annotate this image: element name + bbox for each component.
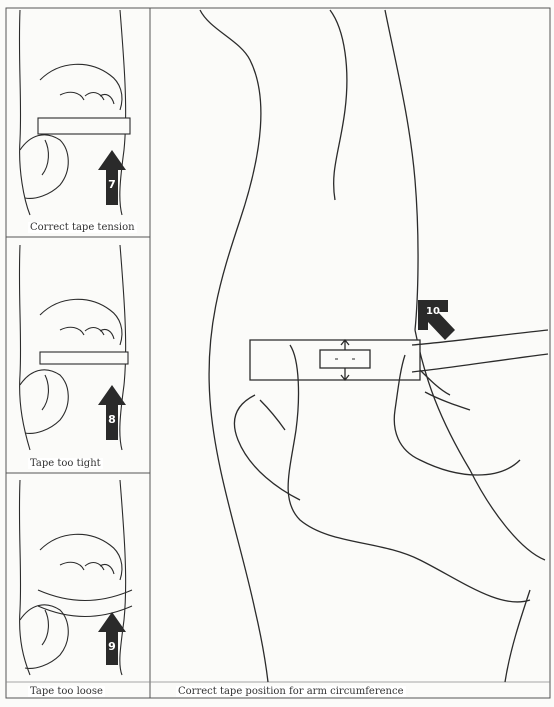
caption-correct-tension: Correct tape tension (28, 222, 137, 233)
caption-main: Correct tape position for arm circumfere… (176, 686, 406, 697)
caption-too-tight: Tape too tight (28, 458, 103, 469)
marker-7-label: 7 (104, 178, 120, 191)
marker-10-label: 10 (424, 306, 442, 317)
main-drawing (200, 10, 548, 682)
marker-9-label: 9 (104, 640, 120, 653)
caption-too-loose: Tape too loose (28, 686, 105, 697)
marker-8-label: 8 (104, 413, 120, 426)
arrow-markers (98, 150, 455, 665)
